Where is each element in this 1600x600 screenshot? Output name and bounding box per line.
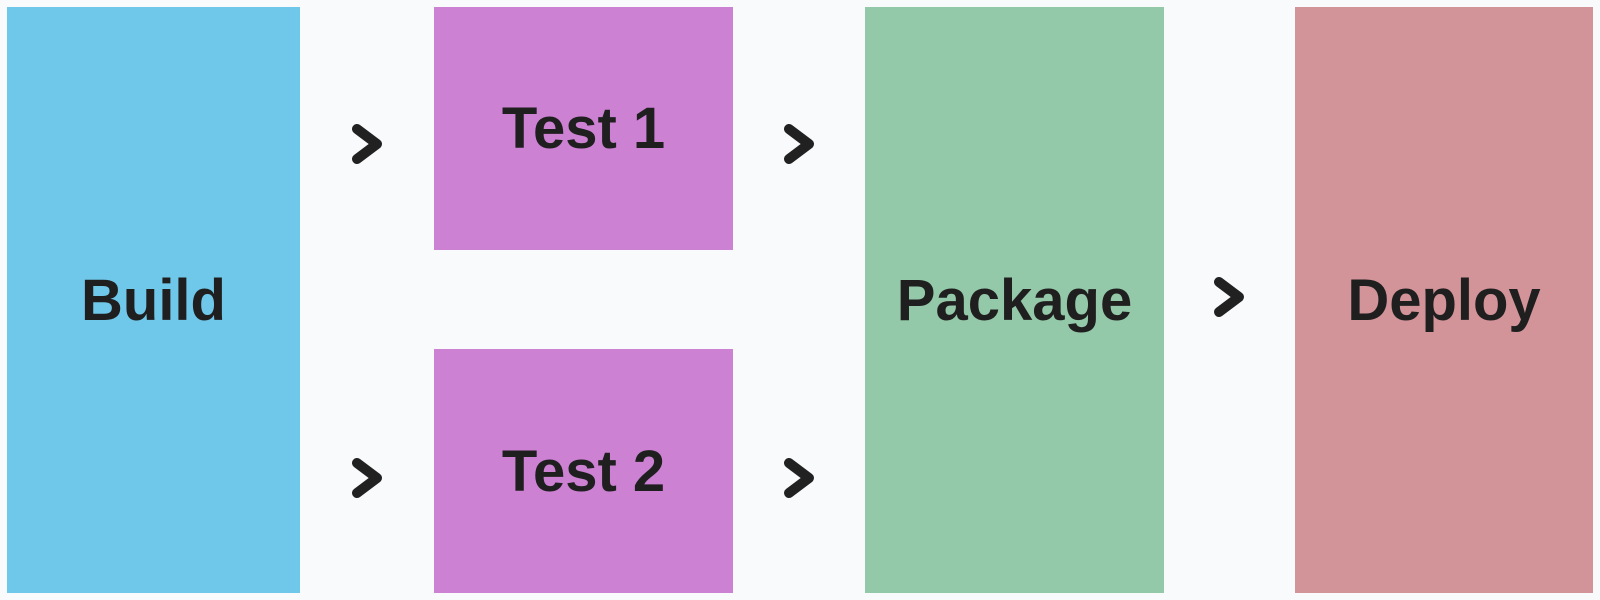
stage-build: Build — [7, 7, 300, 593]
stage-deploy: Deploy — [1295, 7, 1593, 593]
stage-test-2-label: Test 2 — [501, 438, 666, 504]
stage-package: Package — [865, 7, 1164, 593]
stage-package-label: Package — [896, 267, 1133, 333]
stage-build-label: Build — [81, 267, 226, 333]
chevron-right-icon — [777, 453, 821, 503]
stage-test-1: Test 1 — [434, 7, 733, 250]
stage-test-1-label: Test 1 — [501, 96, 666, 161]
chevron-right-icon — [1207, 272, 1251, 322]
chevron-right-icon — [345, 119, 389, 169]
stage-test-2: Test 2 — [434, 349, 733, 593]
chevron-right-icon — [345, 453, 389, 503]
chevron-right-icon — [777, 119, 821, 169]
stage-deploy-label: Deploy — [1347, 267, 1541, 333]
